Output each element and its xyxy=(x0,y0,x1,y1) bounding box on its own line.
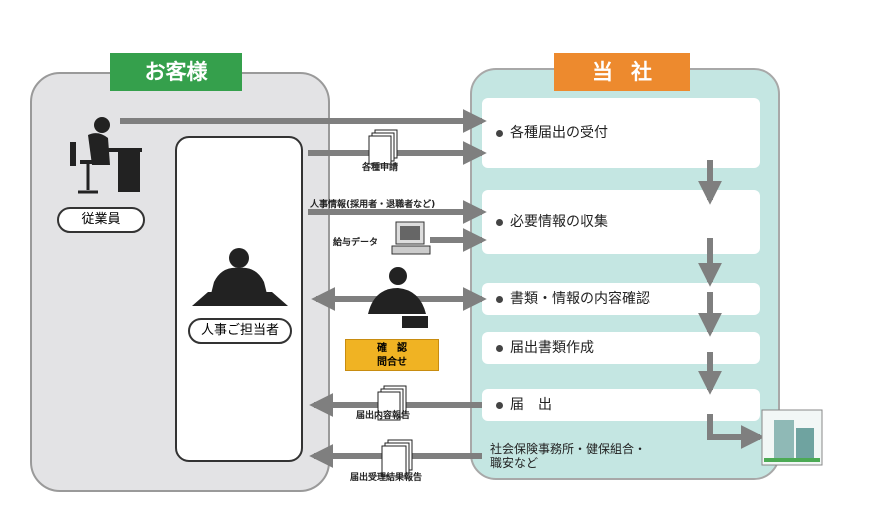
step-create: 届出書類作成 xyxy=(482,332,760,364)
employee-icon xyxy=(70,117,142,194)
step-label: 書類・情報の内容確認 xyxy=(510,291,650,307)
step-label: 届出書類作成 xyxy=(510,340,594,356)
step-label: 必要情報の収集 xyxy=(510,214,608,230)
hr-person-icon xyxy=(192,248,288,306)
phone-person-icon xyxy=(368,267,428,328)
destination-line2: 職安など xyxy=(490,456,539,470)
hr-info-label: 人事情報(採用者・退職者など) xyxy=(310,200,436,210)
computer-icon xyxy=(391,221,431,255)
document-stack-icon xyxy=(381,439,413,477)
document-stack-icon xyxy=(377,385,407,421)
document-stack-icon xyxy=(368,129,398,165)
step-check: 書類・情報の内容確認 xyxy=(482,283,760,315)
step-reception: 各種届出の受付 xyxy=(482,98,760,168)
building-icon xyxy=(761,409,823,466)
destination-text: 社会保険事務所・健保組合・ 職安など xyxy=(490,442,646,470)
confirm-inquiry-box: 確 認 問合せ xyxy=(345,339,439,371)
report-result-label: 届出受理結果報告 xyxy=(350,473,423,483)
hr-person-label: 人事ご担当者 xyxy=(188,318,292,344)
employee-label: 従業員 xyxy=(57,207,145,233)
customer-tag: お客様 xyxy=(110,53,242,91)
confirm-line1: 確 認 xyxy=(377,343,407,354)
confirm-line2: 問合せ xyxy=(377,357,407,368)
step-label: 各種届出の受付 xyxy=(510,125,608,141)
payroll-label: 給与データ xyxy=(333,238,379,248)
arrow-step-5 xyxy=(707,414,765,449)
company-tag: 当社 xyxy=(554,53,690,91)
step-label: 届 出 xyxy=(510,397,552,413)
report-content-label: 届出内容報告 xyxy=(356,411,411,421)
destination-line1: 社会保険事務所・健保組合・ xyxy=(490,442,647,456)
applications-label: 各種申請 xyxy=(362,163,399,173)
